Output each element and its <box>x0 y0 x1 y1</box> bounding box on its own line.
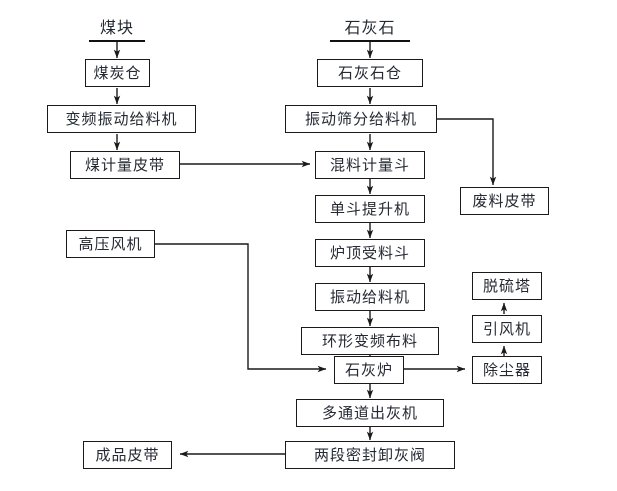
node-waste-belt[interactable]: 废料皮带 <box>460 187 549 215</box>
node-vibro-feeder[interactable]: 振动给料机 <box>315 283 425 311</box>
node-coal-weigh-belt[interactable]: 煤计量皮带 <box>70 151 180 179</box>
node-product-belt[interactable]: 成品皮带 <box>83 441 172 469</box>
title-coal: 煤块 <box>89 16 145 42</box>
node-coal-bunker[interactable]: 煤炭仓 <box>85 59 150 87</box>
node-dust-collector[interactable]: 除尘器 <box>472 356 542 384</box>
node-single-bucket-lift[interactable]: 单斗提升机 <box>315 195 425 223</box>
node-induced-draft-fan[interactable]: 引风机 <box>472 315 542 343</box>
edge-screenfeeder-wastebelt <box>437 118 497 186</box>
node-vfd-vibro-feeder[interactable]: 变频振动给料机 <box>47 105 196 133</box>
node-hp-blower[interactable]: 高压风机 <box>66 230 155 258</box>
node-lime-kiln[interactable]: 石灰炉 <box>334 356 404 384</box>
node-limestone-bunker[interactable]: 石灰石仓 <box>317 59 423 87</box>
title-limestone: 石灰石 <box>330 16 410 42</box>
node-desulfur-tower[interactable]: 脱硫塔 <box>472 272 542 300</box>
node-multi-channel-ash[interactable]: 多通道出灰机 <box>296 399 444 427</box>
node-ring-vfd-distributor[interactable]: 环形变频布料 <box>301 327 439 355</box>
node-two-stage-valve[interactable]: 两段密封卸灰阀 <box>285 441 455 469</box>
node-mix-weigh-hopper[interactable]: 混料计量斗 <box>315 151 425 179</box>
node-vibro-screen-feeder[interactable]: 振动筛分给料机 <box>285 105 437 133</box>
node-furnace-top-hopper[interactable]: 炉顶受料斗 <box>315 239 425 267</box>
edge-hpblower-limekiln <box>155 243 327 373</box>
